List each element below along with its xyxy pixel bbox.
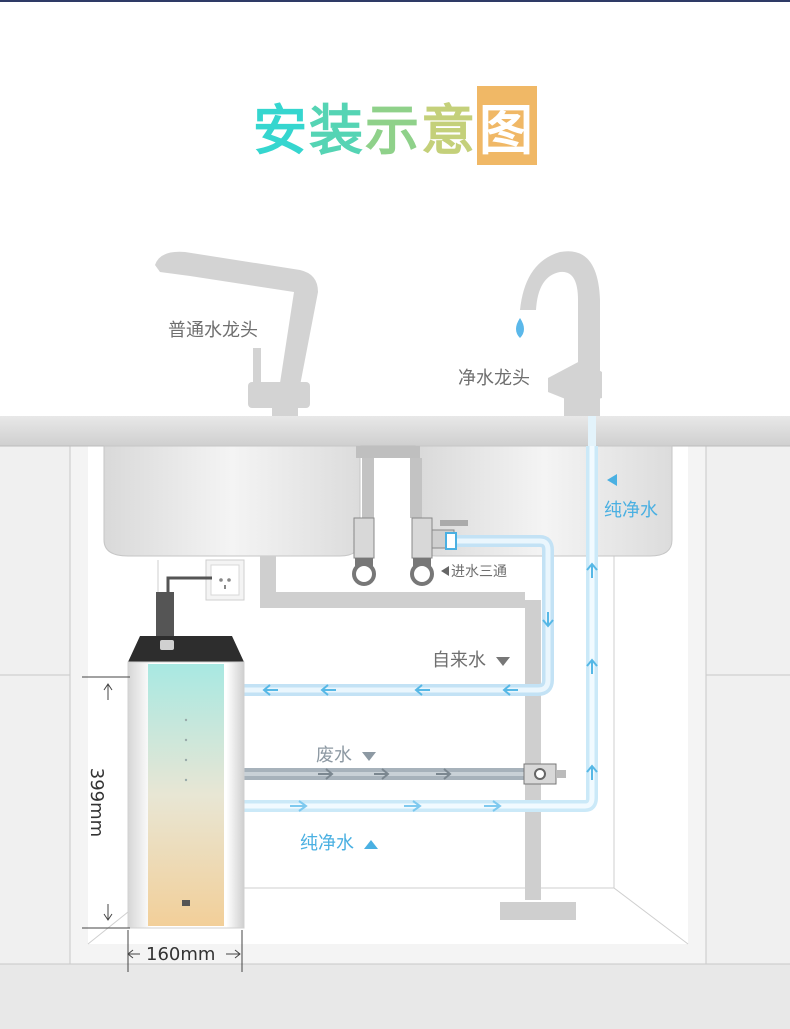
triangle-down-icon <box>361 751 376 761</box>
tap-water-label: 自来水 <box>432 646 510 672</box>
triangle-down-icon <box>495 656 510 666</box>
inlet-tee-text: 进水三通 <box>451 564 507 580</box>
tap-water-text: 自来水 <box>432 650 486 671</box>
title-char-3: 示 <box>365 99 421 162</box>
title-char-4: 意 <box>421 99 477 162</box>
triangle-up-icon <box>363 839 378 849</box>
title-char-2: 装 <box>309 99 365 162</box>
height-dimension <box>82 676 130 929</box>
pure-faucet-graphic <box>520 251 602 418</box>
arrow-right-icon <box>318 768 334 780</box>
regular-faucet-label: 普通水龙头 <box>168 320 258 341</box>
waste-water-text: 废水 <box>316 745 352 766</box>
flow-arrows <box>262 562 598 812</box>
arrow-up-icon <box>586 562 598 578</box>
width-dimension-label: 160mm <box>146 944 216 965</box>
purifier-unit <box>127 636 245 929</box>
waste-water-label: 废水 <box>316 741 376 767</box>
power-adapter <box>156 592 174 638</box>
pure-water-bottom-label: 纯净水 <box>300 829 378 855</box>
page-title: 安装示意图 <box>0 86 790 165</box>
floor <box>0 964 790 1029</box>
arrow-left-icon <box>262 684 278 696</box>
triangle-left-icon <box>441 566 449 576</box>
height-dimension-label: 399mm <box>86 767 108 838</box>
water-drop-icon <box>516 318 524 338</box>
countertop <box>0 416 790 446</box>
drain-clamp <box>523 763 566 785</box>
pure-faucet-label: 净水龙头 <box>458 368 530 389</box>
pure-water-bottom-text: 纯净水 <box>300 833 354 854</box>
angle-valve-left <box>352 517 376 586</box>
power-socket-icon <box>205 559 245 601</box>
width-dimension <box>127 930 243 972</box>
inlet-tee-label: 进水三通 <box>441 561 507 581</box>
title-char-1: 安 <box>253 99 309 162</box>
regular-faucet-graphic <box>155 251 318 418</box>
pure-water-top-label: 纯净水 <box>604 500 658 521</box>
top-border <box>0 0 790 2</box>
title-char-5: 图 <box>477 86 537 165</box>
